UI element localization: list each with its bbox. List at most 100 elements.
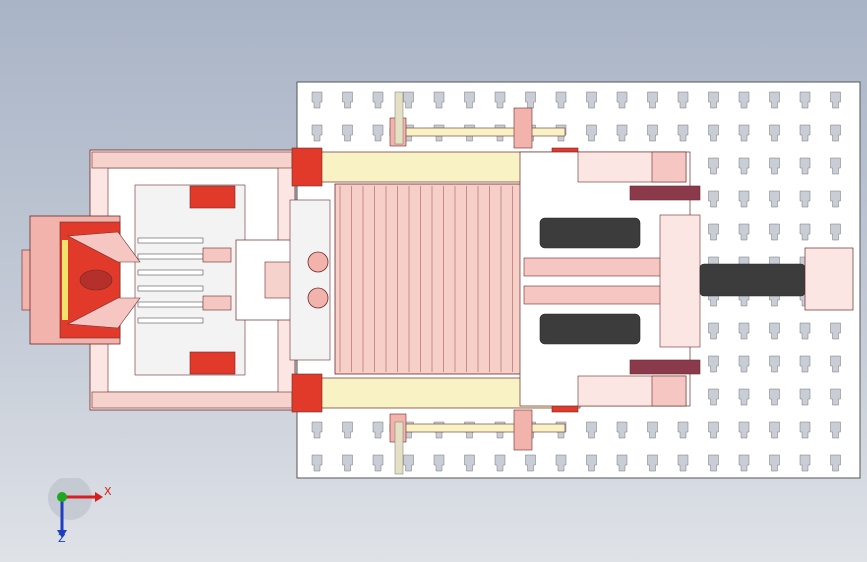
plate-slot bbox=[433, 454, 445, 472]
gripper-fingers bbox=[137, 237, 204, 324]
plate-slot bbox=[769, 157, 780, 175]
plate-slot bbox=[799, 454, 811, 472]
plate-slot bbox=[799, 124, 811, 142]
plate-slot bbox=[586, 91, 597, 109]
plate-slot bbox=[372, 454, 384, 472]
plate-slot bbox=[372, 91, 384, 109]
plate-slot bbox=[769, 223, 780, 241]
plate-slot bbox=[586, 421, 597, 439]
gripper-finger bbox=[137, 269, 204, 276]
plate-slot bbox=[830, 322, 841, 340]
plate-slot bbox=[830, 421, 841, 439]
plate-slot bbox=[372, 421, 384, 439]
plate-slot bbox=[799, 157, 811, 175]
plate-slot bbox=[708, 421, 719, 439]
gripper-finger bbox=[137, 253, 204, 260]
plate-slot bbox=[708, 223, 719, 241]
plate-slot bbox=[616, 454, 628, 472]
plate-slot bbox=[799, 223, 811, 241]
plate-slot bbox=[342, 454, 353, 472]
gripper-finger bbox=[137, 317, 204, 324]
plate-slot bbox=[311, 91, 323, 109]
plate-slot bbox=[555, 91, 567, 109]
plate-slot bbox=[647, 91, 658, 109]
plate-slot bbox=[647, 124, 658, 142]
center-connector[interactable] bbox=[235, 199, 331, 361]
plate-slot bbox=[494, 91, 506, 109]
plate-slot bbox=[525, 454, 536, 472]
plate-slot bbox=[830, 124, 841, 142]
plate-slot bbox=[799, 322, 811, 340]
plate-slot bbox=[708, 454, 719, 472]
gripper-finger bbox=[137, 285, 204, 292]
plate-slot bbox=[311, 454, 323, 472]
plate-slot bbox=[677, 421, 689, 439]
guide-rods[interactable] bbox=[389, 91, 566, 475]
plate-slot bbox=[708, 91, 719, 109]
plate-slot bbox=[769, 454, 780, 472]
plate-slot bbox=[586, 124, 597, 142]
plate-slot bbox=[708, 157, 719, 175]
plate-slot bbox=[342, 91, 353, 109]
plate-slot bbox=[433, 91, 445, 109]
right-actuator-section[interactable] bbox=[519, 151, 854, 407]
plate-slot bbox=[708, 190, 719, 208]
plate-slot bbox=[769, 124, 780, 142]
plate-slot bbox=[372, 124, 384, 142]
plate-slot bbox=[738, 388, 750, 406]
plate-slot bbox=[738, 190, 750, 208]
plate-slot bbox=[830, 91, 841, 109]
plate-slot bbox=[769, 91, 780, 109]
plate-slot bbox=[311, 421, 323, 439]
plate-slot bbox=[830, 454, 841, 472]
left-red-blocks[interactable] bbox=[189, 185, 236, 375]
plate-slot bbox=[525, 91, 536, 109]
plate-slot bbox=[616, 124, 628, 142]
plate-slot bbox=[738, 124, 750, 142]
plate-slot bbox=[616, 91, 628, 109]
plate-slot bbox=[708, 322, 719, 340]
plate-slot bbox=[494, 454, 506, 472]
z-axis-label: Z bbox=[58, 532, 66, 545]
plate-slot bbox=[738, 157, 750, 175]
plate-slot bbox=[586, 454, 597, 472]
plate-slot bbox=[738, 91, 750, 109]
plate-slot bbox=[830, 157, 841, 175]
plate-slot bbox=[769, 388, 780, 406]
plate-slot bbox=[738, 355, 750, 373]
plate-slot bbox=[342, 421, 353, 439]
plate-slot bbox=[403, 454, 414, 472]
plate-slot bbox=[738, 421, 750, 439]
plate-slot bbox=[830, 190, 841, 208]
plate-slot bbox=[799, 388, 811, 406]
coordinate-triad: X Z bbox=[40, 476, 120, 548]
plate-slot bbox=[738, 322, 750, 340]
plate-slot bbox=[555, 454, 567, 472]
gripper-finger bbox=[137, 301, 204, 308]
plate-slot bbox=[769, 190, 780, 208]
plate-slot bbox=[708, 124, 719, 142]
left-clamp[interactable] bbox=[21, 215, 141, 345]
plate-slot bbox=[647, 421, 658, 439]
x-axis-label: X bbox=[104, 485, 112, 498]
plate-slot bbox=[769, 322, 780, 340]
plate-slot bbox=[769, 421, 780, 439]
plate-slot bbox=[464, 454, 475, 472]
triad-axes bbox=[48, 476, 103, 538]
plate-slot bbox=[708, 388, 719, 406]
plate-slot bbox=[799, 421, 811, 439]
plate-slot bbox=[677, 91, 689, 109]
plate-slot bbox=[830, 388, 841, 406]
plate-slot bbox=[799, 91, 811, 109]
plate-slot bbox=[677, 124, 689, 142]
plate-slot bbox=[830, 355, 841, 373]
plate-slot bbox=[403, 91, 414, 109]
gripper-finger bbox=[137, 237, 204, 244]
plate-slot bbox=[769, 355, 780, 373]
plate-slot bbox=[799, 355, 811, 373]
plate-slot bbox=[708, 355, 719, 373]
plate-slot bbox=[616, 421, 628, 439]
plate-slot bbox=[647, 454, 658, 472]
